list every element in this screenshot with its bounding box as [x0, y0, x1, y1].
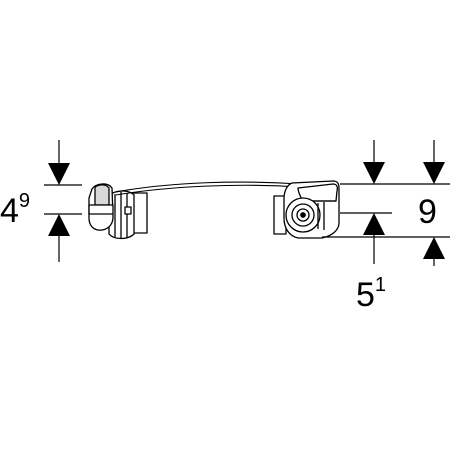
left-nut-hole [124, 206, 132, 215]
right-offset-label: 51 [356, 274, 386, 314]
left-cap-highlight [94, 184, 110, 206]
left-arrow-top-head [48, 163, 70, 185]
right-arrow-d-head [363, 213, 385, 235]
left-arrow-bottom-head [48, 214, 70, 236]
left-fitting [88, 183, 148, 240]
left-dimension-label: 49 [0, 190, 30, 230]
left-dimension-base: 4 [0, 192, 19, 230]
right-dimension-group [322, 140, 450, 266]
right-arrow-b-head [423, 162, 445, 184]
right-offset-superscript: 1 [375, 274, 386, 296]
right-mounting-plate [273, 195, 287, 235]
cable-upper-edge [115, 181, 301, 193]
left-dimension-group [44, 140, 82, 262]
right-total-height-label: 9 [418, 193, 437, 231]
right-arrow-a-head [363, 162, 385, 184]
right-knob-center [300, 212, 306, 218]
left-dimension-superscript: 9 [19, 190, 30, 212]
right-offset-base: 5 [356, 276, 375, 314]
cable-lower-edge [115, 184, 301, 196]
right-hood [297, 183, 339, 202]
right-arrow-c-head [423, 237, 445, 259]
right-fitting [273, 180, 340, 239]
left-cap-rim [88, 204, 114, 215]
bowden-cable [115, 181, 301, 196]
